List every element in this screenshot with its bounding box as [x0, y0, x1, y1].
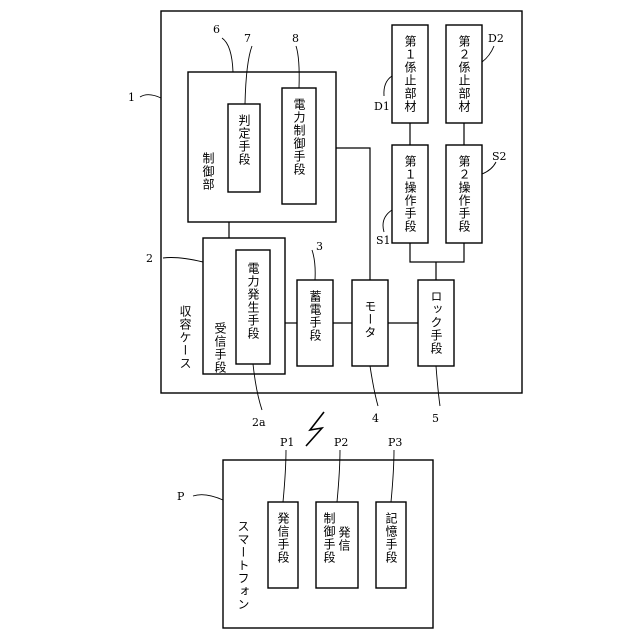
ref-3: 3: [316, 240, 323, 253]
receiver-label: 受信手段: [213, 322, 227, 374]
operation-2-label: 第２操作手段: [457, 155, 471, 233]
stop-member-1-label: 第１係止部材: [403, 35, 417, 113]
ref-p3: P3: [388, 436, 402, 449]
ref-d1: D1: [374, 100, 390, 113]
ref-2: 2: [146, 252, 153, 265]
ref-5: 5: [432, 412, 439, 425]
ref-6: 6: [213, 23, 220, 36]
control-unit-label: 制御部: [201, 152, 215, 191]
memory-label: 記憶手段: [384, 511, 398, 564]
judge-label: 判定手段: [237, 114, 251, 166]
ref-p: P: [177, 490, 185, 503]
ref-leader-p: [193, 495, 223, 500]
ref-8: 8: [292, 32, 299, 45]
transmit-control-label-1: 発信: [337, 526, 351, 552]
ref-p1: P1: [280, 436, 294, 449]
transmit-control-label-2: 制御手段: [322, 512, 336, 564]
wireless-signal-icon: [306, 412, 324, 446]
smartphone-label: スマートフォン: [236, 520, 250, 611]
transmitter-label: 発信手段: [276, 512, 290, 564]
ref-d2: D2: [488, 32, 504, 45]
ref-4: 4: [372, 412, 379, 425]
ref-2a: 2a: [252, 416, 266, 429]
lock-label: ロック手段: [429, 290, 443, 355]
storage-label: 蓄電手段: [308, 290, 322, 342]
ref-7: 7: [244, 32, 251, 45]
ref-p2: P2: [334, 436, 348, 449]
stop-member-2-label: 第２係止部材: [457, 35, 471, 113]
operation-1-label: 第１操作手段: [403, 155, 417, 233]
power-control-label: 電力制御手段: [292, 98, 306, 176]
ref-s1: S1: [376, 234, 391, 247]
power-generator-label: 電力発生手段: [246, 262, 260, 340]
ref-1: 1: [128, 91, 135, 104]
ref-leader-1: [140, 95, 161, 98]
ref-s2: S2: [492, 150, 507, 163]
motor-label: モータ: [363, 300, 377, 339]
storage-case-label: 収容ケース: [178, 305, 192, 370]
